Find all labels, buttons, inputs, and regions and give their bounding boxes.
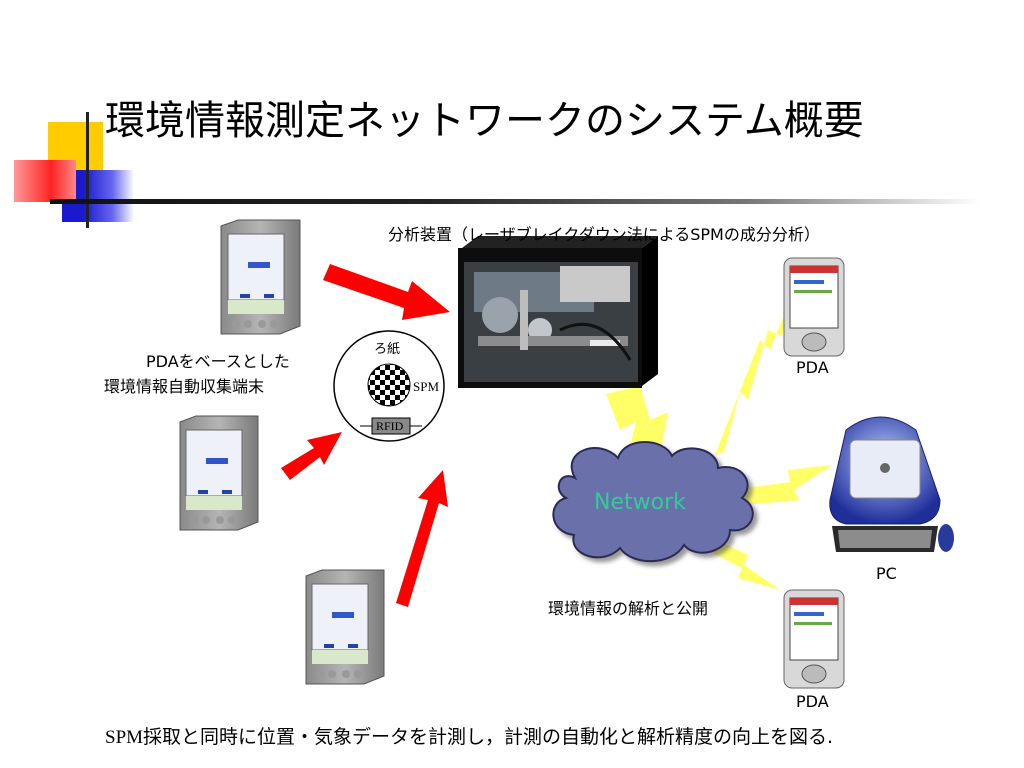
pc-computer	[830, 417, 954, 552]
arrow-terminal3-to-analyzer	[396, 470, 448, 607]
caption-text: 採取と同時に位置・気象データを計測し，計測の自動化と解析精度の向上を図る.	[143, 726, 833, 748]
analyzer-label: 分析装置（レーザブレイクダウン法によるSPMの成分分析）	[388, 221, 820, 245]
arrow-terminal1-to-analyzer	[323, 264, 450, 320]
analyzer-photo	[458, 236, 658, 388]
pda-device-top	[784, 258, 844, 356]
pda-terminal-2	[180, 416, 258, 530]
spm-label: SPM	[413, 379, 439, 395]
spm-filter-paper	[368, 364, 410, 406]
pda-device-bottom	[784, 590, 844, 688]
filter-paper-label: ろ紙	[374, 338, 400, 357]
pda-bottom-label: PDA	[796, 692, 829, 711]
network-label: Network	[594, 490, 686, 515]
arrow-terminal2-to-spm	[281, 432, 342, 480]
pda-top-label: PDA	[796, 358, 829, 377]
rfid-label: RFID	[376, 419, 403, 434]
pc-label: PC	[876, 564, 897, 583]
caption-spm: SPM	[105, 727, 143, 748]
terminal-label-line2: 環境情報自動収集端末	[104, 373, 264, 397]
lightning-network-pda-top	[715, 300, 790, 455]
analysis-publish-label: 環境情報の解析と公開	[548, 595, 708, 619]
terminal-label-line1: PDAをベースとした	[146, 348, 290, 372]
pda-terminal-1	[221, 220, 300, 334]
pda-terminal-3	[306, 570, 384, 684]
slide-caption: SPM採取と同時に位置・気象データを計測し，計測の自動化と解析精度の向上を図る.	[105, 722, 833, 749]
